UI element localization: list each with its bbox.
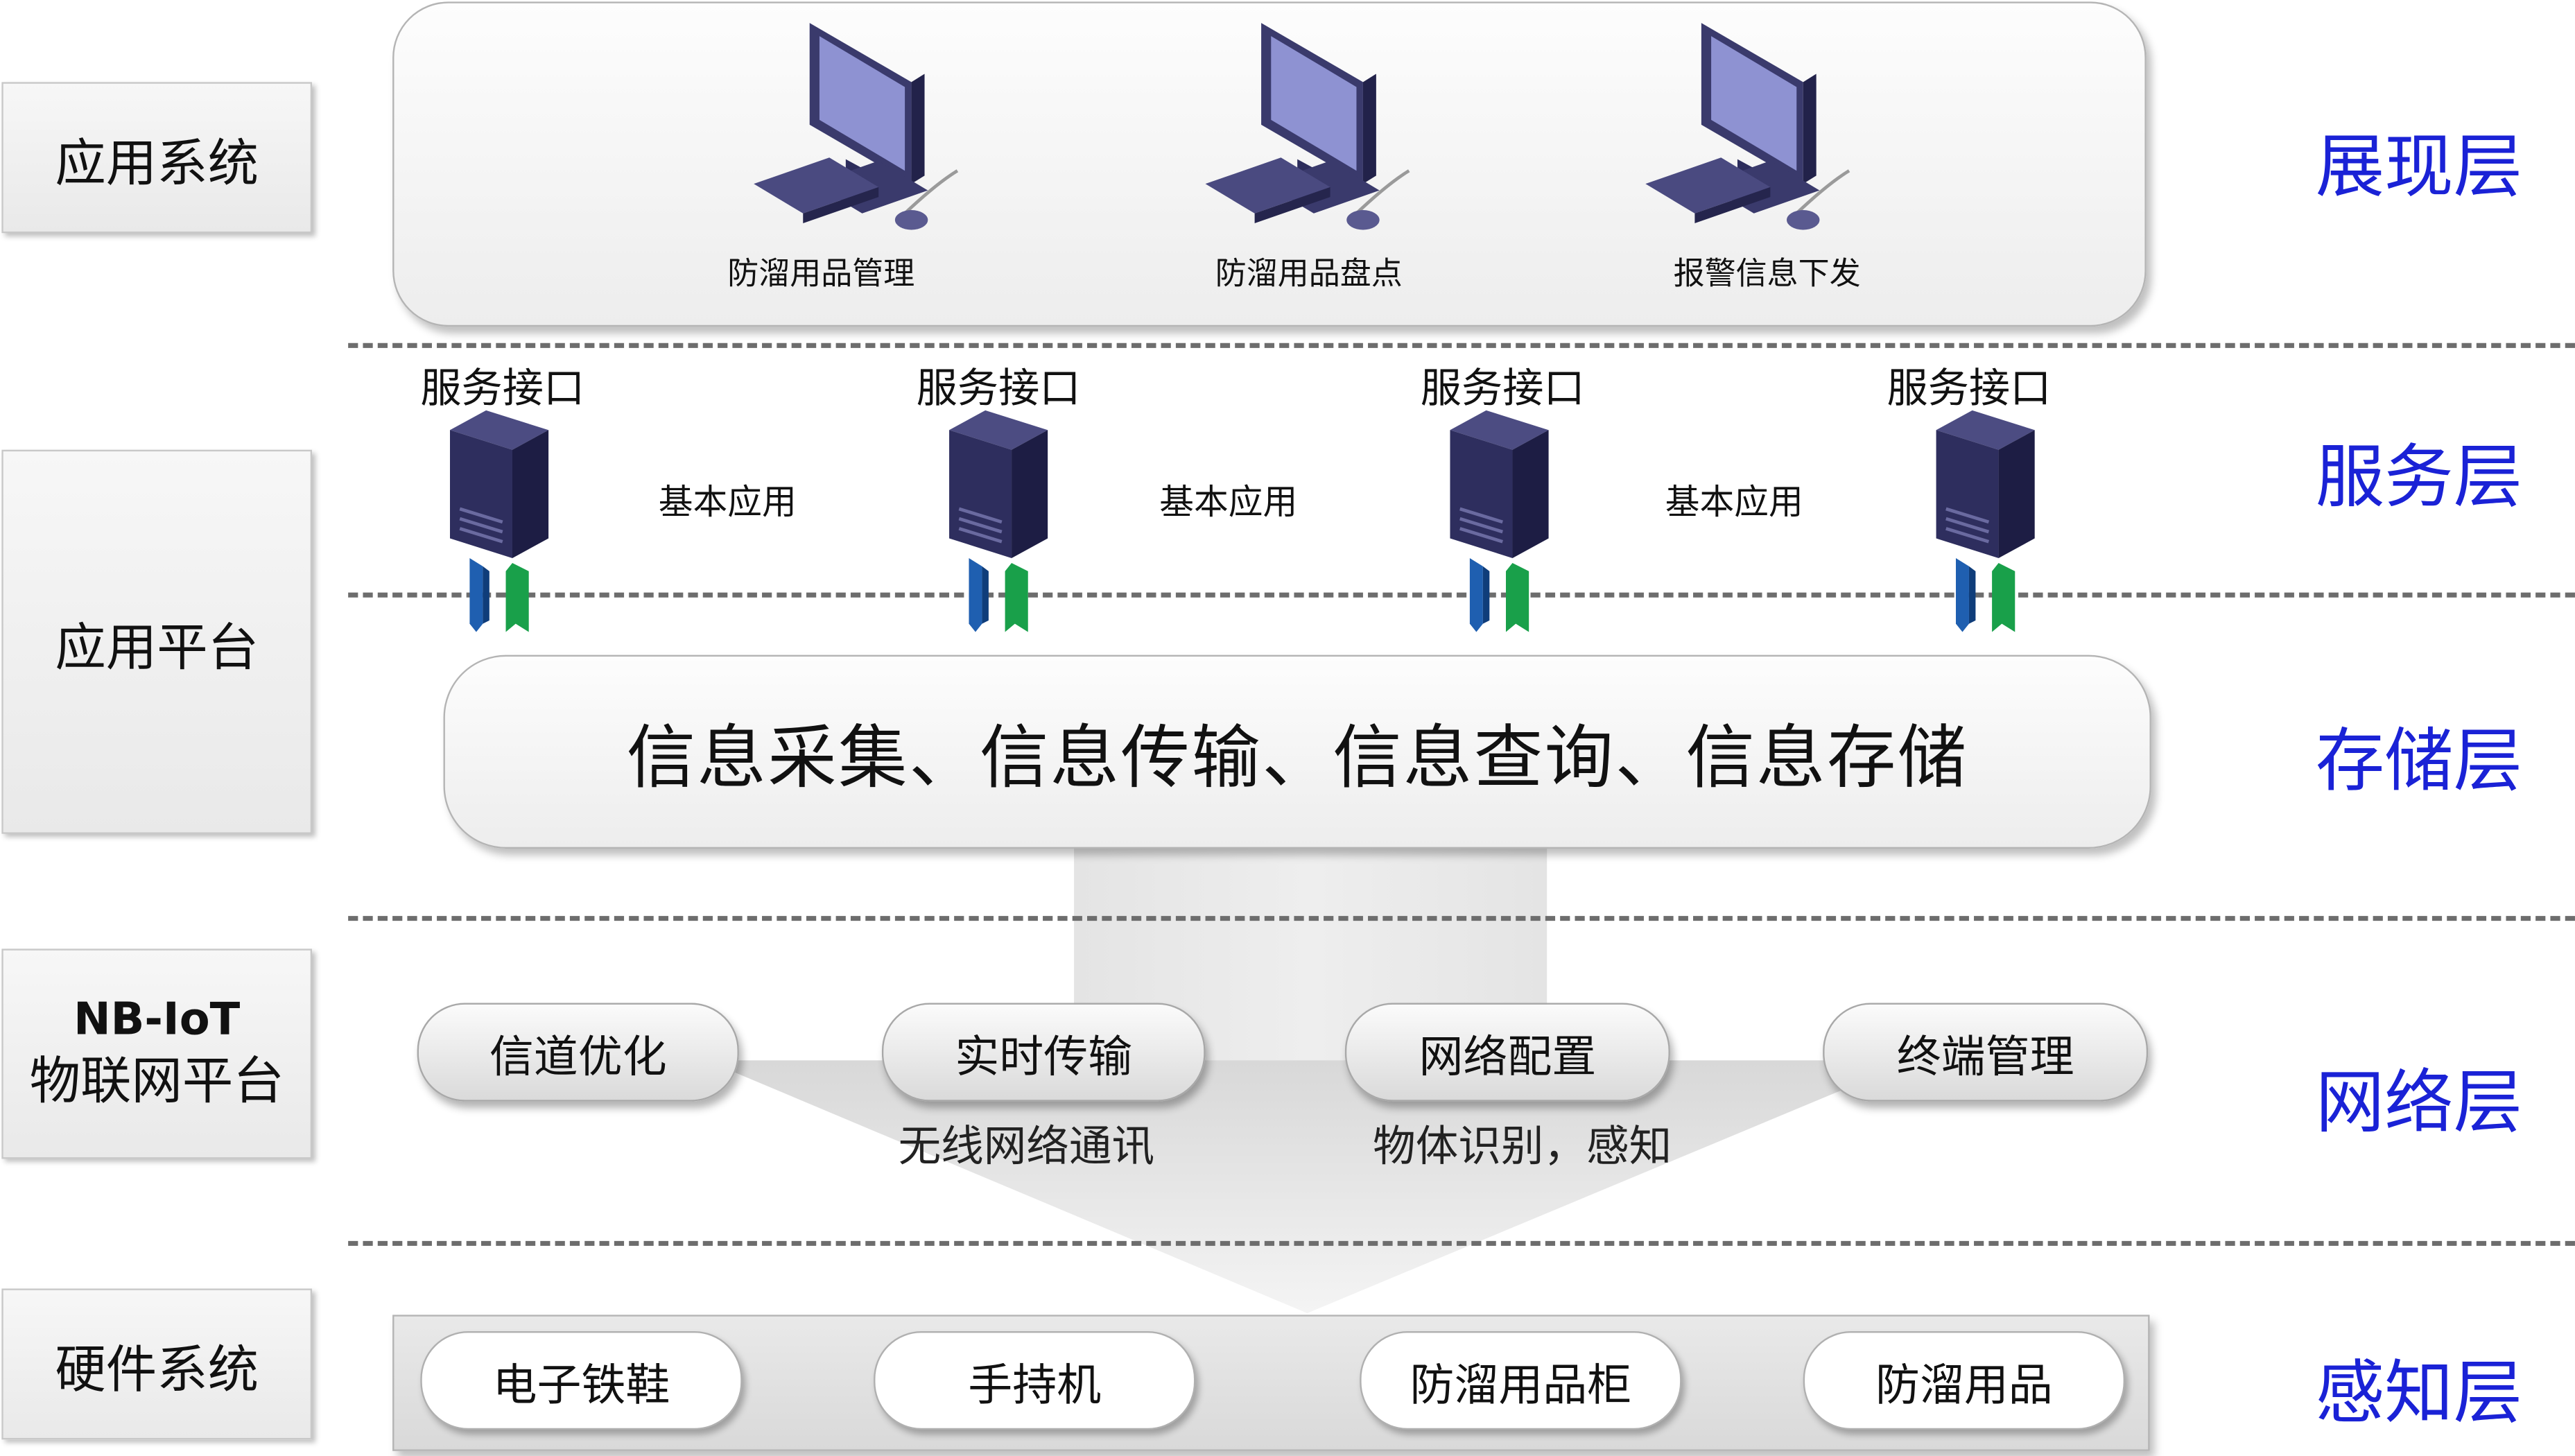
separator-4 [348,1240,2575,1246]
separator-3 [348,916,2575,921]
layer-presentation: 展现层 [2315,126,2523,207]
side-label-hardware: 硬件系统 [55,1340,259,1400]
service-interface-3: 服务接口 [1420,364,1585,413]
perception-item-label: 防溜用品 [1875,1360,2053,1411]
computer-icon [1205,23,1410,230]
down-arrow-icon [1956,557,1969,632]
perception-item-2: 手持机 [874,1331,1196,1430]
storage-panel: 信息采集、信息传输、信息查询、信息存储 [443,655,2151,849]
perception-item-3: 防溜用品柜 [1360,1331,1682,1430]
separator-2 [348,592,2575,598]
separator-1 [348,343,2575,348]
side-label-nbiot-2: 物联网平台 [29,1052,284,1111]
computer-icon [1645,23,1850,230]
up-arrow-icon [1992,563,2015,632]
perception-item-label: 防溜用品柜 [1410,1360,1632,1411]
service-interface-1: 服务接口 [420,364,585,413]
perception-item-label: 手持机 [968,1360,1102,1411]
side-box-app-system: 应用系统 [1,82,313,234]
basic-app-1: 基本应用 [658,483,797,522]
presentation-item-1: 防溜用品管理 [727,256,915,293]
layer-network: 网络层 [2315,1061,2523,1143]
service-interface-2: 服务接口 [916,364,1081,413]
down-arrow-icon [1469,557,1483,632]
layer-service: 服务层 [2315,436,2523,517]
server-icon [449,410,549,632]
basic-app-2: 基本应用 [1159,483,1298,522]
perception-item-label: 电子铁鞋 [492,1360,670,1411]
computer-icon [754,23,959,230]
down-arrow-icon [969,557,982,632]
network-pill-label: 终端管理 [1896,1031,2074,1083]
network-pill-1: 信道优化 [417,1003,739,1102]
network-pill-4: 终端管理 [1823,1003,2149,1102]
network-pill-2: 实时传输 [881,1003,1206,1102]
side-box-nbiot: NB-IoT 物联网平台 [1,948,313,1159]
storage-text: 信息采集、信息传输、信息查询、信息存储 [626,716,1968,797]
down-arrow-icon [469,557,483,632]
perception-item-1: 电子铁鞋 [420,1331,743,1430]
side-label-nbiot-1: NB-IoT [73,994,241,1046]
network-label-recognition: 物体识别，感知 [1373,1123,1672,1172]
side-box-hardware: 硬件系统 [1,1288,313,1440]
server-icon [1450,410,1549,632]
server-icon [949,410,1048,632]
network-pill-label: 实时传输 [955,1031,1133,1083]
layer-storage: 存储层 [2315,720,2523,801]
service-interface-4: 服务接口 [1887,364,2052,413]
network-pill-label: 信道优化 [489,1031,667,1083]
up-arrow-icon [505,563,529,632]
network-pill-3: 网络配置 [1344,1003,1670,1102]
up-arrow-icon [1506,563,1529,632]
side-box-app-platform: 应用平台 [1,449,313,834]
layer-perception: 感知层 [2315,1352,2523,1433]
server-icon [1936,410,2035,632]
side-label-app-system: 应用系统 [55,133,259,193]
up-arrow-icon [1005,563,1028,632]
side-label-app-platform: 应用平台 [55,618,259,677]
perception-item-4: 防溜用品 [1803,1331,2125,1430]
presentation-item-3: 报警信息下发 [1673,256,1861,293]
network-label-wireless: 无线网络通讯 [898,1123,1155,1172]
basic-app-3: 基本应用 [1665,483,1803,522]
network-pill-label: 网络配置 [1419,1031,1597,1083]
presentation-item-2: 防溜用品盘点 [1215,256,1403,293]
